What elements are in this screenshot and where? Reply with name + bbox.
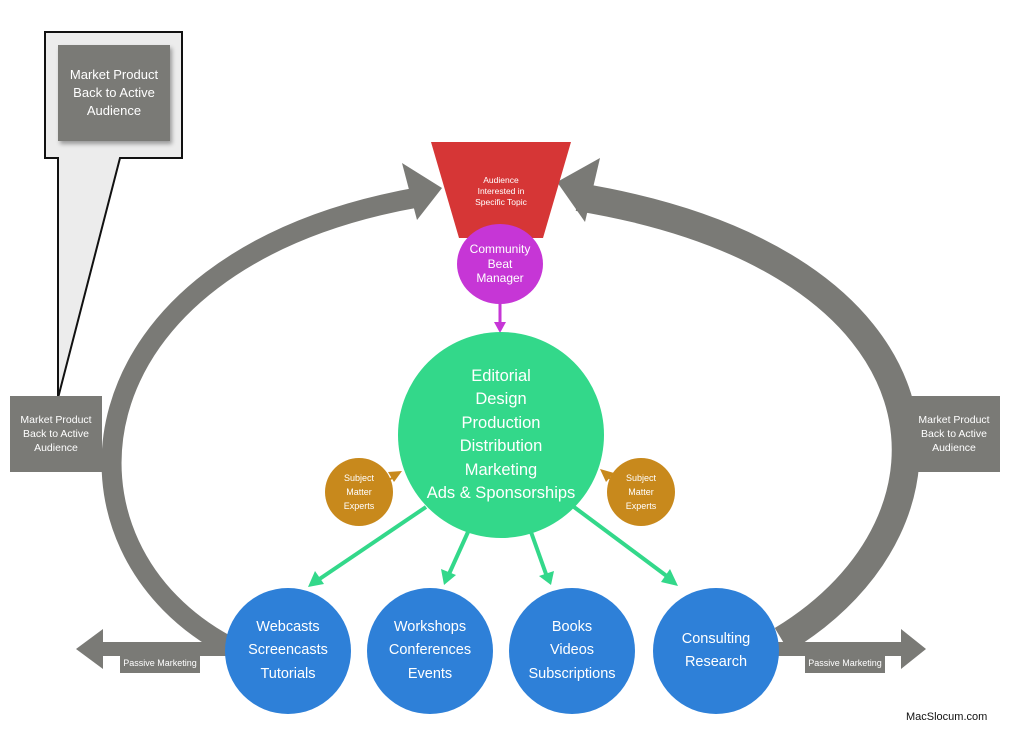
hub-line: Marketing — [464, 460, 538, 479]
hub-to-consulting — [572, 505, 670, 579]
hub-to-books-head — [539, 571, 554, 585]
output-line: Subscriptions — [528, 665, 616, 682]
sme-right-line: Matter — [628, 487, 654, 497]
output-workshops: Workshops Conferences Events — [367, 588, 493, 714]
output-line: Conferences — [388, 642, 472, 659]
output-line: Webcasts — [256, 618, 320, 635]
output-line: Tutorials — [260, 665, 316, 682]
hub-to-workshops-head — [441, 569, 456, 585]
funnel-label: Audience Interested in Specific Topic — [456, 170, 546, 212]
output-line: Videos — [549, 642, 595, 659]
community-beat-manager-node: Community Beat Manager — [457, 224, 543, 304]
side-left-line: Audience — [34, 442, 78, 454]
credit-text: MacSlocum.com — [906, 711, 988, 723]
output-line: Consulting — [681, 630, 751, 647]
sme-left-line: Subject — [343, 473, 374, 483]
sme-right-line: Experts — [625, 501, 657, 511]
side-right-line: Audience — [932, 442, 976, 454]
sme-right-line: Subject — [625, 473, 656, 483]
passive-left-shaft — [96, 642, 228, 656]
side-left-line: Back to Active — [23, 428, 89, 440]
hub-line: Distribution — [459, 437, 543, 455]
hub-line: Ads & Sponsorships — [426, 484, 576, 502]
output-line: Workshops — [393, 618, 467, 635]
community-line: Manager — [476, 271, 524, 286]
output-line: Events — [407, 665, 453, 682]
community-line: Community — [469, 242, 531, 257]
right-loop-arrowhead — [557, 158, 600, 222]
hub-line: Design — [475, 390, 527, 408]
side-right-line: Back to Active — [921, 428, 987, 440]
side-right-line: Market Product — [918, 414, 990, 426]
hub-to-webcasts-head — [308, 571, 324, 587]
hub-to-consulting-head — [661, 569, 678, 586]
passive-left-arrowhead — [76, 629, 103, 669]
output-line: Books — [551, 618, 593, 635]
right-loop-arrow — [575, 183, 920, 652]
sme-left-line: Experts — [343, 501, 375, 511]
output-webcasts: Webcasts Screencasts Tutorials — [225, 588, 351, 714]
side-left-line: Market Product — [20, 414, 92, 426]
callout-line: Audience — [86, 103, 142, 118]
subject-matter-experts-right: Subject Matter Experts — [607, 458, 675, 526]
passive-right-shaft — [778, 642, 906, 656]
editorial-hub-node: Editorial Design Production Distribution… — [398, 332, 604, 538]
callout-line: Back to Active — [73, 85, 155, 100]
output-line: Research — [684, 654, 748, 670]
output-consulting: Consulting Research — [653, 588, 779, 714]
market-product-left-box: Market Product Back to Active Audience — [10, 396, 102, 472]
community-connector-head — [494, 322, 506, 333]
hub-to-books — [529, 531, 548, 575]
hub-to-workshops — [447, 531, 470, 575]
sme-left-line: Matter — [346, 487, 372, 497]
subject-matter-experts-left: Subject Matter Experts — [325, 458, 393, 526]
market-product-right-box: Market Product Back to Active Audience — [908, 396, 1000, 472]
output-books: Books Videos Subscriptions — [509, 588, 635, 714]
hub-line: Editorial — [471, 366, 531, 385]
output-line: Screencasts — [248, 642, 328, 659]
passive-right-arrowhead — [901, 629, 926, 669]
sme-left-connector-head — [388, 471, 402, 482]
funnel-line: Interested in — [477, 185, 525, 196]
sme-right-connector-head — [600, 469, 614, 482]
hub-line: Production — [461, 413, 541, 432]
hub-to-webcasts — [316, 505, 428, 582]
left-loop-arrow — [101, 187, 422, 657]
callout-text-box: Market Product Back to Active Audience — [58, 45, 170, 141]
passive-marketing-left-label: Passive Marketing — [120, 653, 200, 673]
callout-line: Market Product — [69, 67, 159, 82]
audience-funnel — [431, 142, 571, 238]
funnel-line: Specific Topic — [475, 196, 527, 207]
funnel-line: Audience — [483, 174, 519, 185]
passive-marketing-right-label: Passive Marketing — [805, 653, 885, 673]
community-line: Beat — [487, 256, 513, 271]
left-loop-arrowhead — [402, 163, 442, 220]
